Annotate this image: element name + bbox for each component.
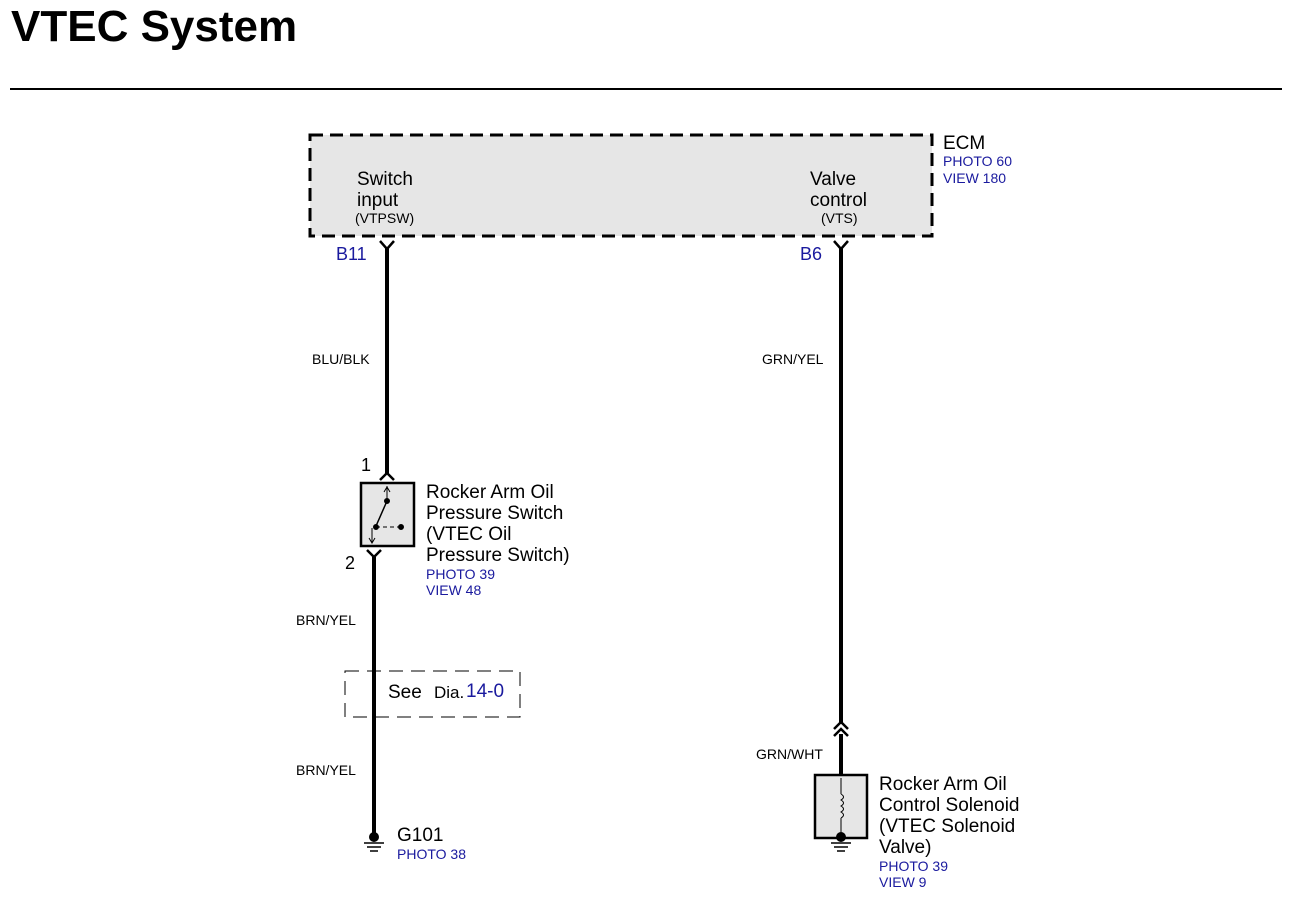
pressure-switch-symbol xyxy=(368,486,404,544)
dia-label: Dia. xyxy=(434,683,465,702)
ecm-connector-b6 xyxy=(833,240,849,251)
switch-pin-1: 1 xyxy=(361,455,372,475)
switch-input-label-2: input xyxy=(357,190,399,211)
switch-pin-2: 2 xyxy=(345,553,356,573)
ecm-view-link[interactable]: VIEW 180 xyxy=(943,170,1007,186)
wire-label-blu-blk: BLU/BLK xyxy=(312,351,370,367)
solenoid-coil-symbol xyxy=(840,778,844,834)
solenoid-connector xyxy=(833,720,849,737)
ground-photo-link[interactable]: PHOTO 38 xyxy=(397,846,466,862)
valve-control-label-1: Valve xyxy=(810,169,857,190)
solenoid-photo-link[interactable]: PHOTO 39 xyxy=(879,858,948,874)
ground-g101-symbol xyxy=(364,832,384,852)
pin-b6: B6 xyxy=(800,244,823,264)
solenoid-name: Rocker Arm Oil Control Solenoid (VTEC So… xyxy=(879,774,1020,858)
pressure-switch-photo-link[interactable]: PHOTO 39 xyxy=(426,566,495,582)
ecm-label: ECM xyxy=(943,133,986,154)
switch-connector-pin2 xyxy=(366,549,382,559)
valve-control-label-2: control xyxy=(810,190,868,211)
ecm-connector-b11 xyxy=(379,240,395,251)
switch-connector-pin1 xyxy=(379,471,395,481)
pressure-switch-view-link[interactable]: VIEW 48 xyxy=(426,582,482,598)
wire-label-grn-wht: GRN/WHT xyxy=(756,746,823,762)
wire-label-brn-yel-upper: BRN/YEL xyxy=(296,612,356,628)
switch-input-label-1: Switch xyxy=(357,169,413,190)
ground-g101-label: G101 xyxy=(397,825,444,846)
wire-label-grn-yel: GRN/YEL xyxy=(762,351,824,367)
pin-b11: B11 xyxy=(336,244,367,264)
see-label: See xyxy=(388,682,422,703)
solenoid-view-link[interactable]: VIEW 9 xyxy=(879,874,927,890)
pressure-switch-name: Rocker Arm Oil Pressure Switch (VTEC Oil… xyxy=(426,482,570,566)
page-title: VTEC System xyxy=(11,2,298,51)
ground-solenoid-symbol xyxy=(831,832,851,852)
title-rule xyxy=(10,88,1282,90)
ecm-box xyxy=(308,133,934,238)
wire-label-brn-yel-lower: BRN/YEL xyxy=(296,762,356,778)
switch-input-signal: (VTPSW) xyxy=(355,210,415,226)
valve-control-signal: (VTS) xyxy=(821,210,858,226)
see-dia-box xyxy=(344,670,521,718)
diagram-ref-link[interactable]: 14-0 xyxy=(466,681,505,702)
ecm-photo-link[interactable]: PHOTO 60 xyxy=(943,153,1012,169)
